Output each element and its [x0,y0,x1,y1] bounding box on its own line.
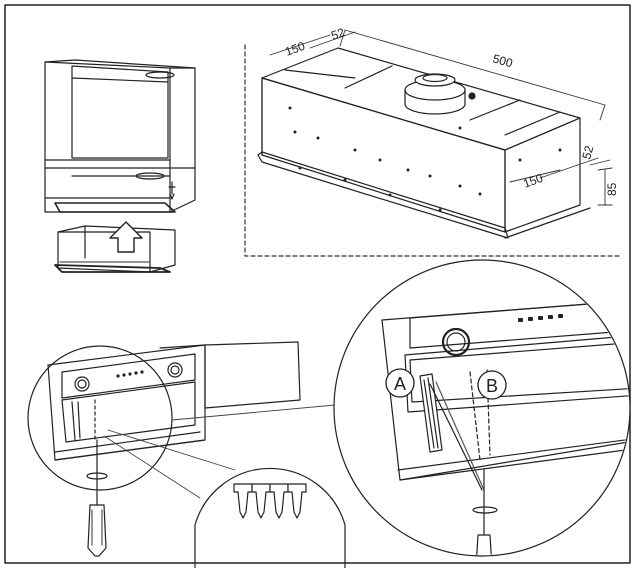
callout-a: A [385,368,415,398]
screwdriver-icon [86,439,108,557]
detail-circle-large [333,259,631,557]
dim-label-52-side: 52 [579,144,596,161]
screw-icon [233,483,307,519]
dim-label-85: 85 [605,182,619,196]
dim-label-500: 500 [491,51,514,70]
callout-b: B [477,370,507,400]
dimension-lines [269,29,613,206]
hood-front-view [47,341,301,461]
dim-label-150-side: 150 [521,171,545,191]
callout-a-label: A [394,374,406,394]
cabinet-illustration [44,59,196,213]
hood-module-small [54,225,176,273]
dim-label-52-top: 52 [329,25,347,43]
dim-label-150-top: 150 [283,39,307,59]
hood-box [257,47,591,239]
detail-circle-small [27,345,173,491]
dimension-panel: 150 52 500 150 52 85 [244,25,623,257]
screws-detail [194,467,346,568]
exhaust-collar [404,73,476,115]
arrow-up-icon [109,221,143,253]
callout-b-label: B [486,376,498,396]
diagram-frame [4,4,631,564]
